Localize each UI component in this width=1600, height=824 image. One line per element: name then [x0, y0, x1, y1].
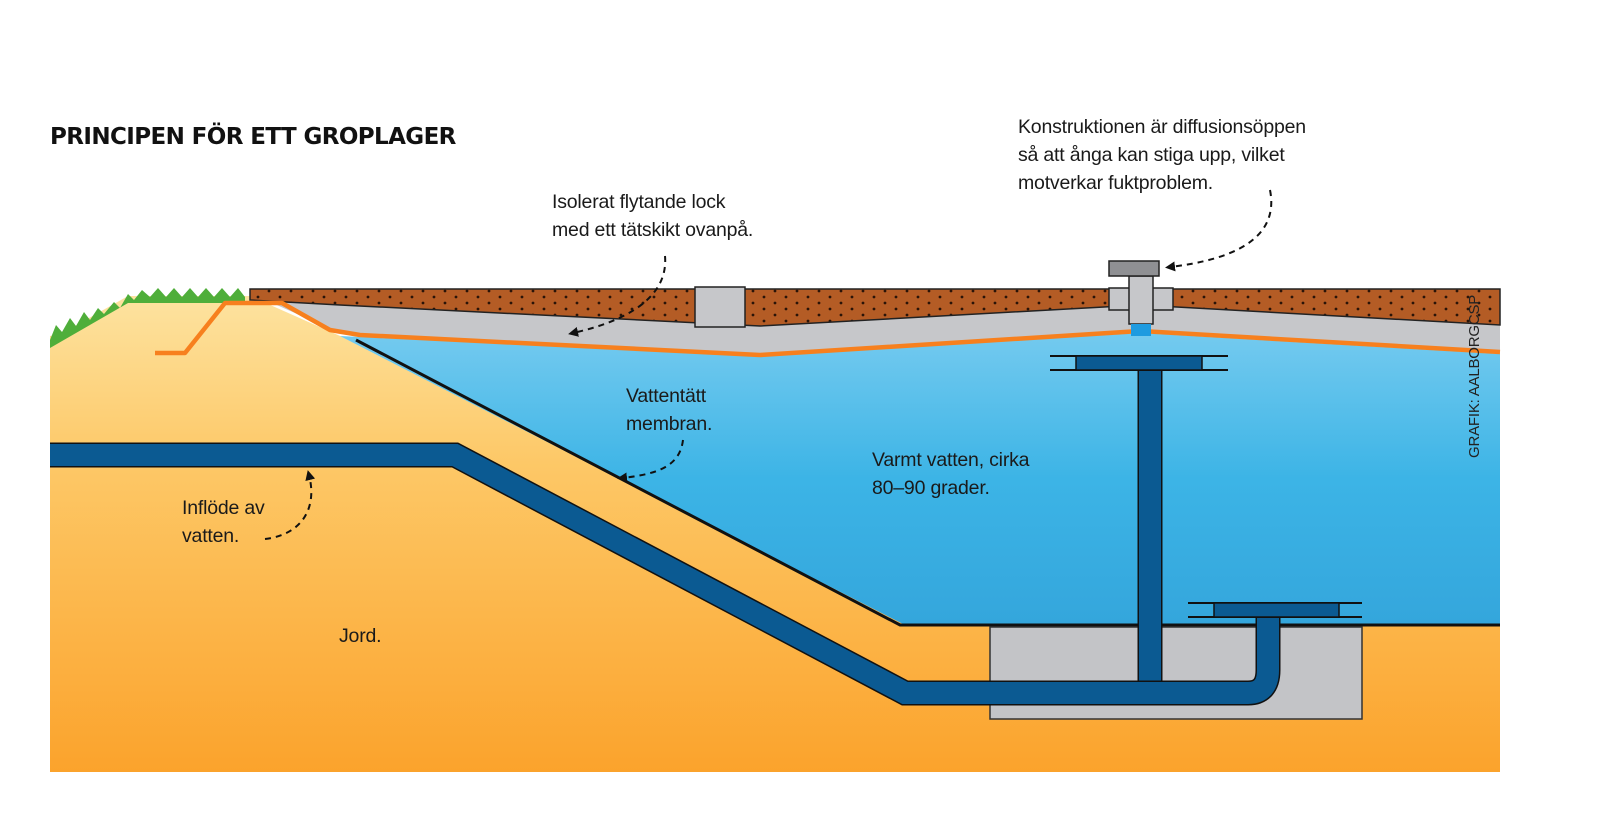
label-membrane: Vattentätt membran. [626, 385, 713, 435]
arrow-inflow [264, 470, 316, 540]
arrow-diffusion [1165, 189, 1273, 272]
label-insulated-lid: Isolerat flytande lock med ett tätskikt … [552, 191, 754, 241]
membrane-line [155, 300, 1501, 358]
vent-structure [1108, 260, 1174, 336]
graphic-credit: GRAFIK: AALBORGCSP [1466, 294, 1483, 458]
arrow-lid [568, 255, 667, 337]
label-diffusion-open: Konstruktionen är diffusionsöppen så att… [1018, 116, 1306, 194]
upper-diffuser [1050, 355, 1228, 371]
diagram-title: PRINCIPEN FÖR ETT GROPLAGER [50, 124, 456, 150]
arrow-membrane [617, 439, 684, 483]
pit-wall-edge [355, 338, 1500, 627]
label-hot-water: Varmt vatten, cirka 80–90 grader. [872, 449, 1030, 499]
lower-diffuser [1188, 602, 1362, 618]
lid-hatch [694, 286, 746, 328]
grass [50, 288, 245, 348]
label-soil: Jord. [339, 625, 382, 647]
label-inflow: Inflöde av vatten. [182, 497, 265, 547]
hot-water [340, 333, 1500, 625]
